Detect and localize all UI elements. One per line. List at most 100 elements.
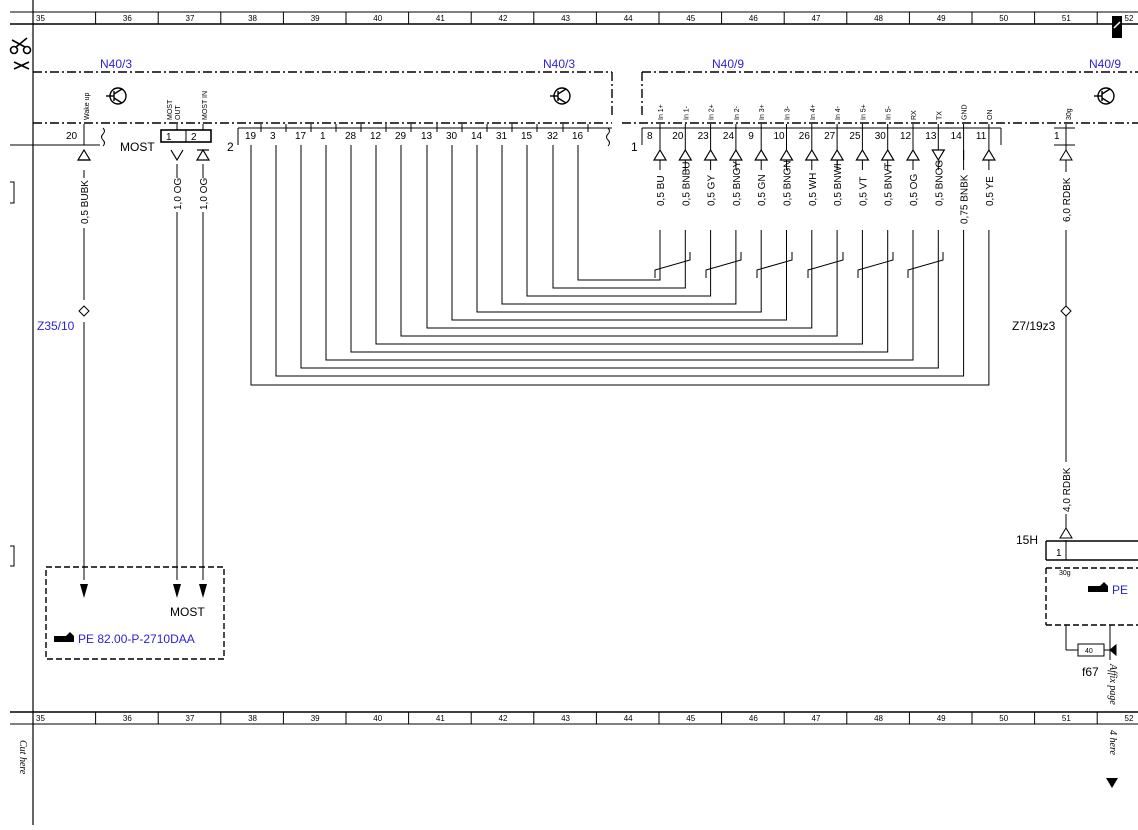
splice-label-z7-19z3: Z7/19z3 <box>1012 319 1056 333</box>
grid-column-label: 52 <box>1125 14 1134 23</box>
scissors-icon <box>9 37 32 70</box>
cut-here-label: Cut here <box>17 740 28 775</box>
grid-column-label: 45 <box>686 714 695 723</box>
n40-9-pin-fn: In 3- <box>785 105 792 120</box>
signal-arrow-icon <box>728 148 743 161</box>
grid-column-label: 37 <box>186 14 195 23</box>
n40-9-wire-label: 0,5 BNGN <box>783 160 794 206</box>
module-label-n40-9-left: N40/9 <box>712 57 744 71</box>
connector-2-pin: 1 <box>320 131 326 142</box>
control-unit-symbols <box>106 87 1115 105</box>
n40-9-pin-num: 24 <box>723 131 735 142</box>
wakeup-fn: Wake up <box>84 93 91 120</box>
connector-15h-label: 15H <box>1016 533 1038 547</box>
transistor-icon <box>550 87 571 105</box>
n40-9-pin-num: 12 <box>900 131 912 142</box>
grid-column-label: 50 <box>999 14 1008 23</box>
fuse-label: f67 <box>1082 665 1099 679</box>
grid-column-label: 40 <box>373 714 382 723</box>
wire-label-og-1: 1,0 OG <box>173 178 184 210</box>
grid-column-label: 35 <box>36 14 45 23</box>
pin-30g-fn: 30g <box>1066 108 1073 120</box>
routing-wire <box>375 145 863 345</box>
signal-arrow-icon <box>830 148 845 161</box>
lower-right-module <box>1045 540 1138 626</box>
n40-9-wire-label: 0,5 GN <box>757 174 768 206</box>
n40-9-pin-num: 27 <box>824 131 836 142</box>
grid-column-label: 47 <box>812 14 821 23</box>
n40-9-pin-num: 30 <box>875 131 887 142</box>
n40-9-pin-fn: ON <box>987 110 994 121</box>
n40-9-pin-num: 20 <box>672 131 684 142</box>
lower-pin-1: 1 <box>1056 548 1062 559</box>
most-wires <box>83 124 204 580</box>
grid-column-label: 50 <box>999 714 1008 723</box>
n40-9-wire-label: 0,5 BNGY <box>732 161 743 206</box>
module-label-n40-3-left: N40/3 <box>100 57 132 71</box>
most-out-fn-a: MOST <box>167 99 174 120</box>
pointing-hand-icon-2[interactable] <box>1088 582 1108 592</box>
most-label: MOST <box>120 140 155 154</box>
n40-9-pin-num: 23 <box>698 131 710 142</box>
n40-9-wire-label: 0,5 OG <box>909 174 920 206</box>
n40-9-pin-num: 9 <box>748 131 754 142</box>
connector-lines <box>10 127 1075 146</box>
n40-9-pin-fn: GND <box>962 104 969 120</box>
n40-9-wire-label: 0,5 GY <box>707 175 718 206</box>
pointing-hand-icon[interactable] <box>54 632 74 642</box>
signal-arrow-icon <box>855 148 870 161</box>
transistor-icon <box>106 87 127 105</box>
signal-arrow-icon <box>652 148 668 161</box>
affix-page-label: Affix page <box>1107 663 1118 705</box>
module-n40-3-box <box>33 71 613 124</box>
twisted-pair-marks <box>654 252 944 278</box>
ref-box-link[interactable]: PE 82.00-P-2710DAA <box>78 632 195 646</box>
n40-9-pin-fn: In 1- <box>683 105 690 120</box>
routing-wire <box>250 145 990 386</box>
grid-column-label: 48 <box>874 714 883 723</box>
fuse-num: 40 <box>1085 648 1093 655</box>
page-marker-icon <box>1112 16 1122 38</box>
splice-z7-19z3 <box>1060 305 1072 317</box>
splice-z35-10 <box>78 305 90 317</box>
grid-column-label: 38 <box>248 14 257 23</box>
grid-column-label: 37 <box>186 714 195 723</box>
wakeup-pin-num: 20 <box>66 131 78 142</box>
pin-30g-num: 1 <box>1054 131 1060 142</box>
signal-arrow-icon <box>779 148 794 161</box>
routing-wire <box>577 145 661 281</box>
n40-9-wire-label: 0,5 BU <box>656 175 667 206</box>
n40-9-pin-fn: In 4+ <box>810 104 817 120</box>
grid-column-label: 41 <box>436 714 445 723</box>
routing-wire <box>350 145 889 353</box>
grid-column-label: 42 <box>499 714 508 723</box>
most-connector <box>160 129 212 143</box>
grid-column-label: 44 <box>624 714 633 723</box>
most-pin-2: 2 <box>191 132 197 143</box>
margin-bracket-top <box>10 181 15 204</box>
rdbk-wire <box>1059 124 1073 560</box>
n40-9-pin-num: 8 <box>647 131 653 142</box>
connector-2-label: 2 <box>227 140 234 154</box>
routing-wire <box>476 145 762 313</box>
connector-2-pin: 13 <box>421 131 433 142</box>
signal-arrow-icon <box>703 148 718 161</box>
n40-9-wire-label: 0,5 VT <box>858 177 869 206</box>
grid-column-label: 44 <box>624 14 633 23</box>
connector-2-pin: 28 <box>345 131 357 142</box>
n40-9-pin-fn: In 5+ <box>860 104 867 120</box>
connector-2-pin: 14 <box>471 131 483 142</box>
grid-column-label: 49 <box>937 714 946 723</box>
grid-column-label: 39 <box>311 14 320 23</box>
routing-wire <box>426 145 813 329</box>
grid-column-label: 46 <box>749 14 758 23</box>
lower-ref-link[interactable]: PE <box>1112 583 1128 597</box>
n40-9-pin-fn: In 2- <box>734 105 741 120</box>
grid-column-label: 38 <box>248 714 257 723</box>
connector-2-pin: 32 <box>547 131 559 142</box>
affix-here-label: 4 here <box>1107 730 1118 755</box>
connector-2-pin: 31 <box>496 131 508 142</box>
n40-9-wire-label: 0,5 YE <box>985 176 996 206</box>
